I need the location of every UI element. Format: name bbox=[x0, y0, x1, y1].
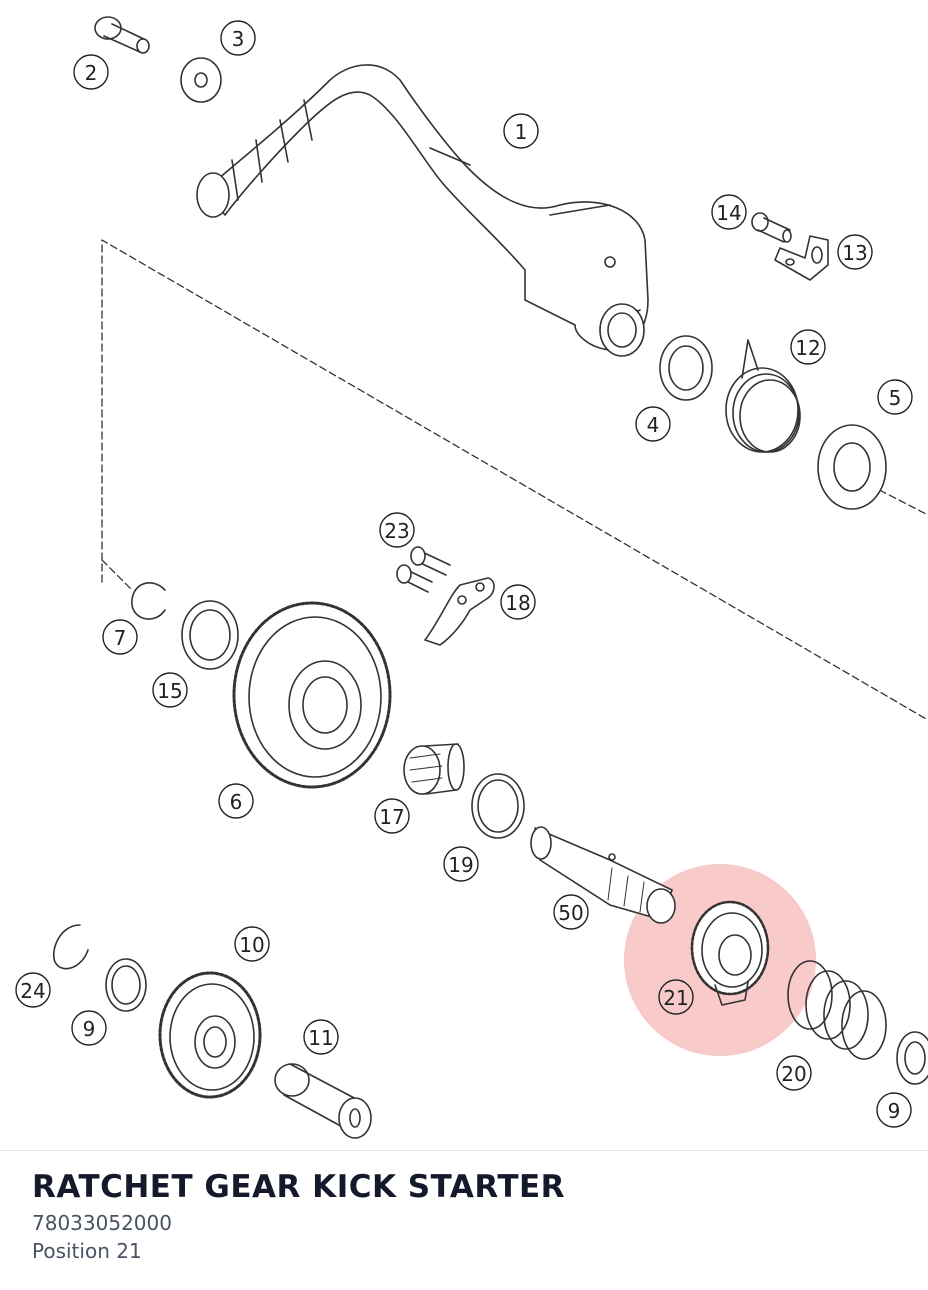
part-title: RATCHET GEAR KICK STARTER bbox=[32, 1169, 566, 1205]
part-bushing[interactable] bbox=[274, 1063, 372, 1139]
part-washer-small[interactable] bbox=[180, 57, 222, 103]
callout-19[interactable]: 19 bbox=[443, 846, 479, 882]
part-needle-bearing[interactable] bbox=[403, 743, 465, 795]
part-thrust-washer[interactable] bbox=[181, 600, 239, 670]
callout-20[interactable]: 20 bbox=[776, 1055, 812, 1091]
svg-text:23: 23 bbox=[384, 519, 409, 543]
part-shim-washer[interactable] bbox=[471, 773, 525, 839]
part-washer-left[interactable] bbox=[105, 958, 147, 1012]
svg-text:5: 5 bbox=[889, 386, 902, 410]
svg-text:2: 2 bbox=[85, 61, 98, 85]
part-ratchet-spring[interactable] bbox=[787, 960, 887, 1060]
svg-text:1: 1 bbox=[515, 120, 528, 144]
svg-text:21: 21 bbox=[663, 986, 688, 1010]
svg-text:19: 19 bbox=[448, 853, 473, 877]
part-screws[interactable] bbox=[396, 546, 451, 593]
callout-2[interactable]: 2 bbox=[73, 54, 109, 90]
svg-text:50: 50 bbox=[558, 901, 583, 925]
part-kick-lever[interactable] bbox=[196, 64, 649, 357]
callout-7[interactable]: 7 bbox=[102, 619, 138, 655]
part-number: 78033052000 bbox=[32, 1211, 172, 1235]
callout-50[interactable]: 50 bbox=[553, 894, 589, 930]
callout-12[interactable]: 12 bbox=[790, 329, 826, 365]
svg-text:11: 11 bbox=[308, 1026, 333, 1050]
part-circlip-lower[interactable] bbox=[53, 924, 89, 970]
assembly-guide-line bbox=[101, 239, 928, 721]
callout-4[interactable]: 4 bbox=[635, 406, 671, 442]
svg-text:10: 10 bbox=[239, 933, 264, 957]
part-bracket[interactable] bbox=[774, 235, 829, 281]
callout-5[interactable]: 5 bbox=[877, 379, 913, 415]
callout-14[interactable]: 14 bbox=[711, 194, 747, 230]
part-pin[interactable] bbox=[94, 16, 150, 54]
part-circlip-upper[interactable] bbox=[131, 582, 166, 620]
callout-15[interactable]: 15 bbox=[152, 672, 188, 708]
callout-11[interactable]: 11 bbox=[303, 1019, 339, 1055]
callout-23[interactable]: 23 bbox=[379, 512, 415, 548]
part-idler-gear[interactable] bbox=[158, 971, 262, 1099]
callout-24[interactable]: 24 bbox=[15, 972, 51, 1008]
callout-13[interactable]: 13 bbox=[837, 234, 873, 270]
svg-text:20: 20 bbox=[781, 1062, 806, 1086]
callout-17[interactable]: 17 bbox=[374, 798, 410, 834]
part-washer-right[interactable] bbox=[896, 1031, 928, 1085]
svg-text:9: 9 bbox=[83, 1017, 96, 1041]
part-shaft-seal[interactable] bbox=[659, 335, 713, 401]
callout-9[interactable]: 9 bbox=[71, 1010, 107, 1046]
part-washer-large[interactable] bbox=[817, 424, 887, 510]
assembly-guide-line-2 bbox=[101, 559, 133, 591]
svg-text:7: 7 bbox=[114, 626, 127, 650]
callout-9[interactable]: 9 bbox=[876, 1092, 912, 1128]
svg-text:4: 4 bbox=[647, 413, 660, 437]
callout-3[interactable]: 3 bbox=[220, 20, 256, 56]
part-kick-spring[interactable] bbox=[725, 339, 801, 453]
svg-text:6: 6 bbox=[230, 790, 243, 814]
part-intermediate-gear[interactable] bbox=[232, 601, 392, 789]
svg-text:15: 15 bbox=[157, 679, 182, 703]
part-info-panel: RATCHET GEAR KICK STARTER 78033052000 Po… bbox=[0, 1150, 928, 1290]
svg-text:12: 12 bbox=[795, 336, 820, 360]
part-bolt-small[interactable] bbox=[751, 212, 792, 243]
part-kick-shaft[interactable] bbox=[530, 826, 676, 924]
part-position: Position 21 bbox=[32, 1239, 142, 1263]
callout-21[interactable]: 21 bbox=[658, 979, 694, 1015]
svg-text:18: 18 bbox=[505, 591, 530, 615]
svg-text:24: 24 bbox=[20, 979, 45, 1003]
callout-10[interactable]: 10 bbox=[234, 926, 270, 962]
svg-text:13: 13 bbox=[842, 241, 867, 265]
callout-1[interactable]: 1 bbox=[503, 113, 539, 149]
svg-text:9: 9 bbox=[888, 1099, 901, 1123]
part-ratchet-gear[interactable] bbox=[690, 900, 770, 1006]
svg-text:14: 14 bbox=[716, 201, 741, 225]
svg-text:17: 17 bbox=[379, 805, 404, 829]
callout-6[interactable]: 6 bbox=[218, 783, 254, 819]
callout-18[interactable]: 18 bbox=[500, 584, 536, 620]
part-guide-plate[interactable] bbox=[424, 577, 495, 646]
svg-text:3: 3 bbox=[232, 27, 245, 51]
